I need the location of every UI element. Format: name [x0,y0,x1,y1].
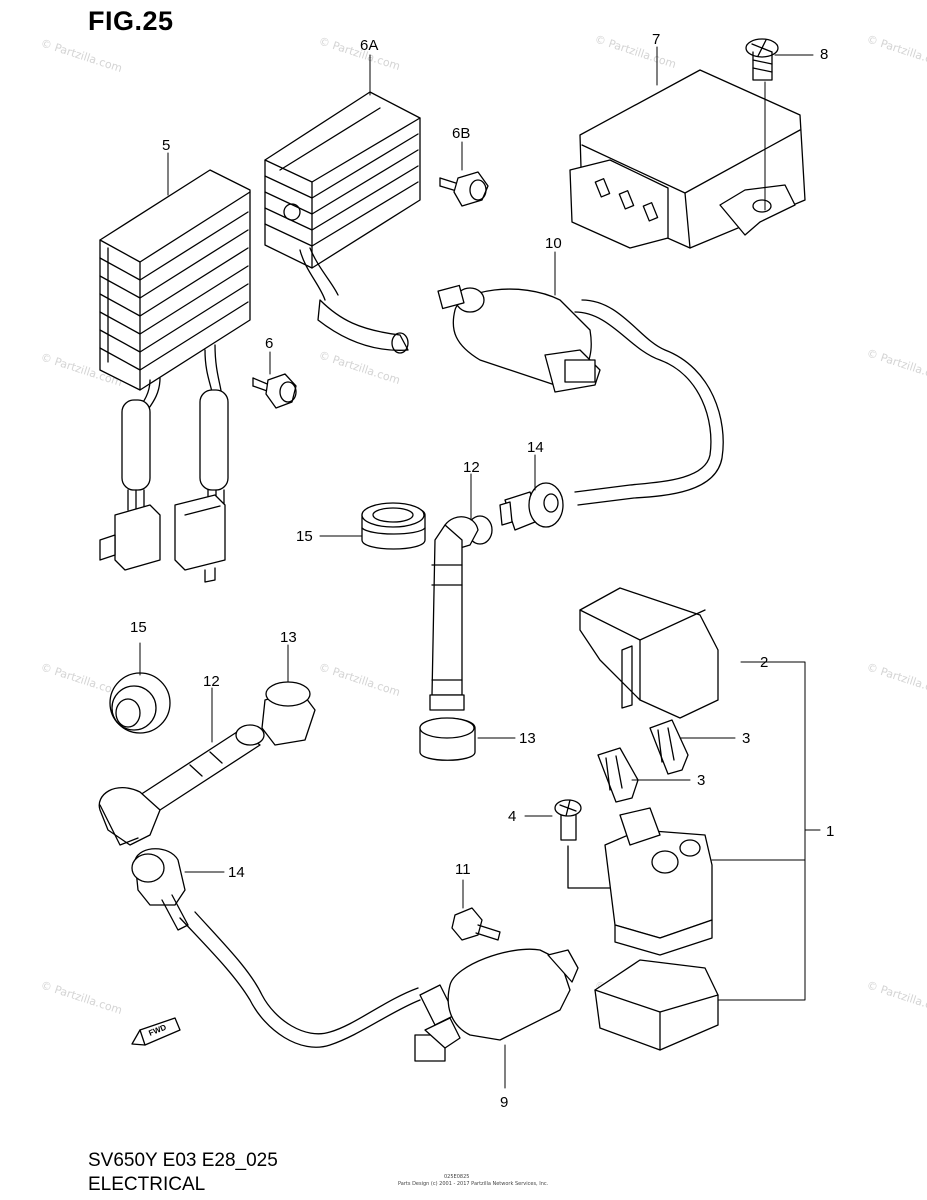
grommet-14-lower-icon [131,848,189,931]
starter-relay-cover-2-icon [579,587,719,719]
callout-15-lower: 15 [130,619,147,636]
callout-11: 11 [455,861,471,878]
callout-3-lower: 3 [697,772,705,789]
callout-14-upper: 14 [527,439,544,456]
fuse-3-lower-icon [597,747,639,803]
callout-13-lower: 13 [519,730,536,747]
fwd-arrow-icon [131,1017,181,1046]
leader-lines [139,46,821,1089]
fuse-3-upper-icon [649,719,689,775]
callout-4: 4 [508,808,516,825]
watermark: © Partzilla.com [317,348,402,387]
grommet-15-upper-icon [361,502,426,550]
watermark: © Partzilla.com [865,978,927,1017]
ignition-coil-10-icon [437,284,724,506]
bolt-6b-icon [439,171,489,207]
callout-8: 8 [820,46,828,63]
watermark: © Partzilla.com [865,346,927,385]
screw-4-icon [554,799,613,889]
callout-15-upper: 15 [296,528,313,545]
spark-plug-cap-12-upper-icon [429,515,493,711]
callout-6b: 6B [452,125,470,142]
grommet-14-upper-icon [499,482,564,531]
section-name: ELECTRICAL [88,1174,206,1195]
callout-6a: 6A [360,37,378,54]
callout-14-lower: 14 [228,864,245,881]
callout-6: 6 [265,335,273,352]
spark-plug-cap-cover-13-lower-icon [261,681,316,746]
callout-10: 10 [545,235,562,252]
callout-2: 2 [760,654,768,671]
bolt-11-icon [451,907,501,941]
watermark: © Partzilla.com [593,32,678,71]
callout-3-upper: 3 [742,730,750,747]
model-code: SV650Y E03 E28_025 [88,1150,278,1171]
callout-12-upper: 12 [463,459,480,476]
watermark: © Partzilla.com [317,660,402,699]
ignition-coil-9-icon [179,911,579,1062]
starter-relay-boot-icon [594,959,719,1051]
igniter-module-7-icon [569,69,806,249]
callout-1: 1 [826,823,834,840]
callout-labels: 6A 7 8 5 6B 10 6 14 12 15 2 15 13 12 3 1… [130,31,834,1111]
callout-12-lower: 12 [203,673,220,690]
watermark: © Partzilla.com [865,660,927,699]
callout-5: 5 [162,137,170,154]
callout-9: 9 [500,1094,508,1111]
callout-13-upper: 13 [280,629,297,646]
grommet-15-lower-icon [109,672,171,734]
screw-8-icon [745,38,779,81]
fine-print-code: 025E0825 [444,1174,470,1180]
watermark: © Partzilla.com [39,978,124,1017]
watermark: © Partzilla.com [39,36,124,75]
watermark: © Partzilla.com [865,32,927,71]
bolt-6-icon [252,373,297,409]
spark-plug-cap-cover-13-center-icon [419,717,476,761]
callout-7: 7 [652,31,660,48]
spark-plug-cap-12-lower-icon [98,724,265,846]
fine-print-copyright: Parts Design (c) 2001 - 2017 Partzilla N… [398,1181,549,1187]
starter-relay-1-icon [604,807,713,956]
regulator-rectifier-5-icon [99,169,251,583]
regulator-6a-icon [264,91,421,354]
figure-title: FIG.25 [88,6,174,36]
